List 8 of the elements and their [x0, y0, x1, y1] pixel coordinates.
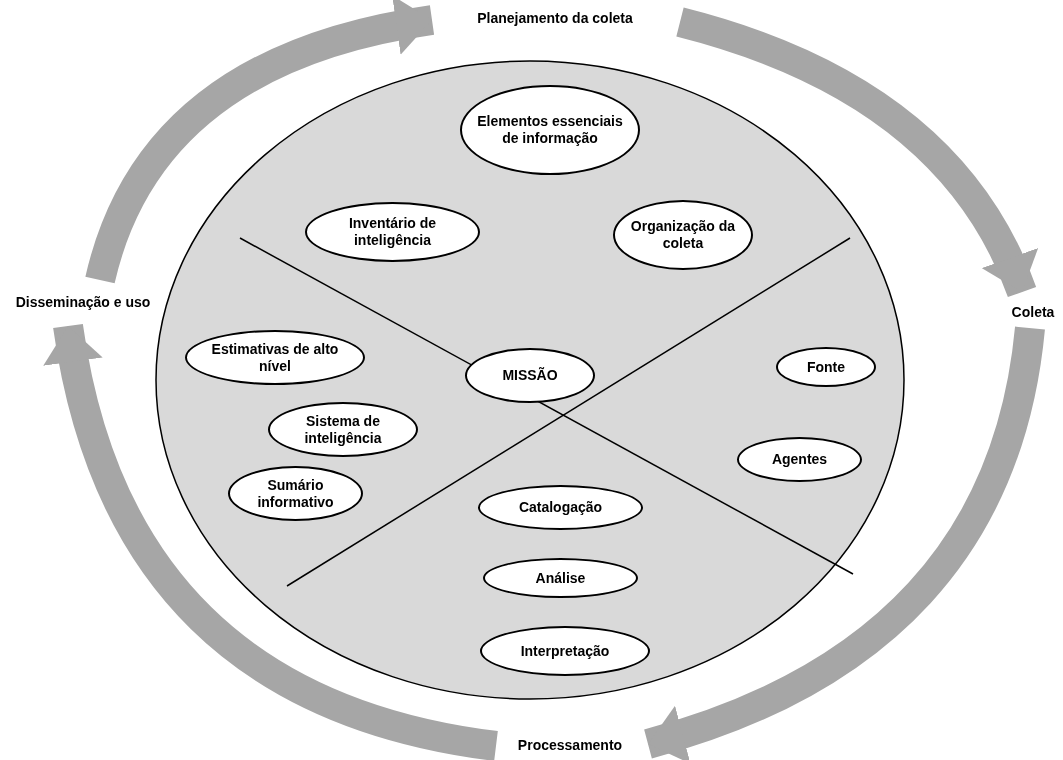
cycle-circle: [155, 60, 905, 700]
stage-label: Planejamento da coleta: [440, 6, 670, 30]
stage-label: Disseminação e uso: [8, 282, 158, 322]
cycle-arrow: [44, 323, 499, 760]
stage-label: Coleta: [1008, 300, 1058, 324]
cycle-arrow: [675, 7, 1037, 298]
cycle-arrow: [643, 325, 1045, 760]
stage-label: Processamento: [500, 733, 640, 757]
